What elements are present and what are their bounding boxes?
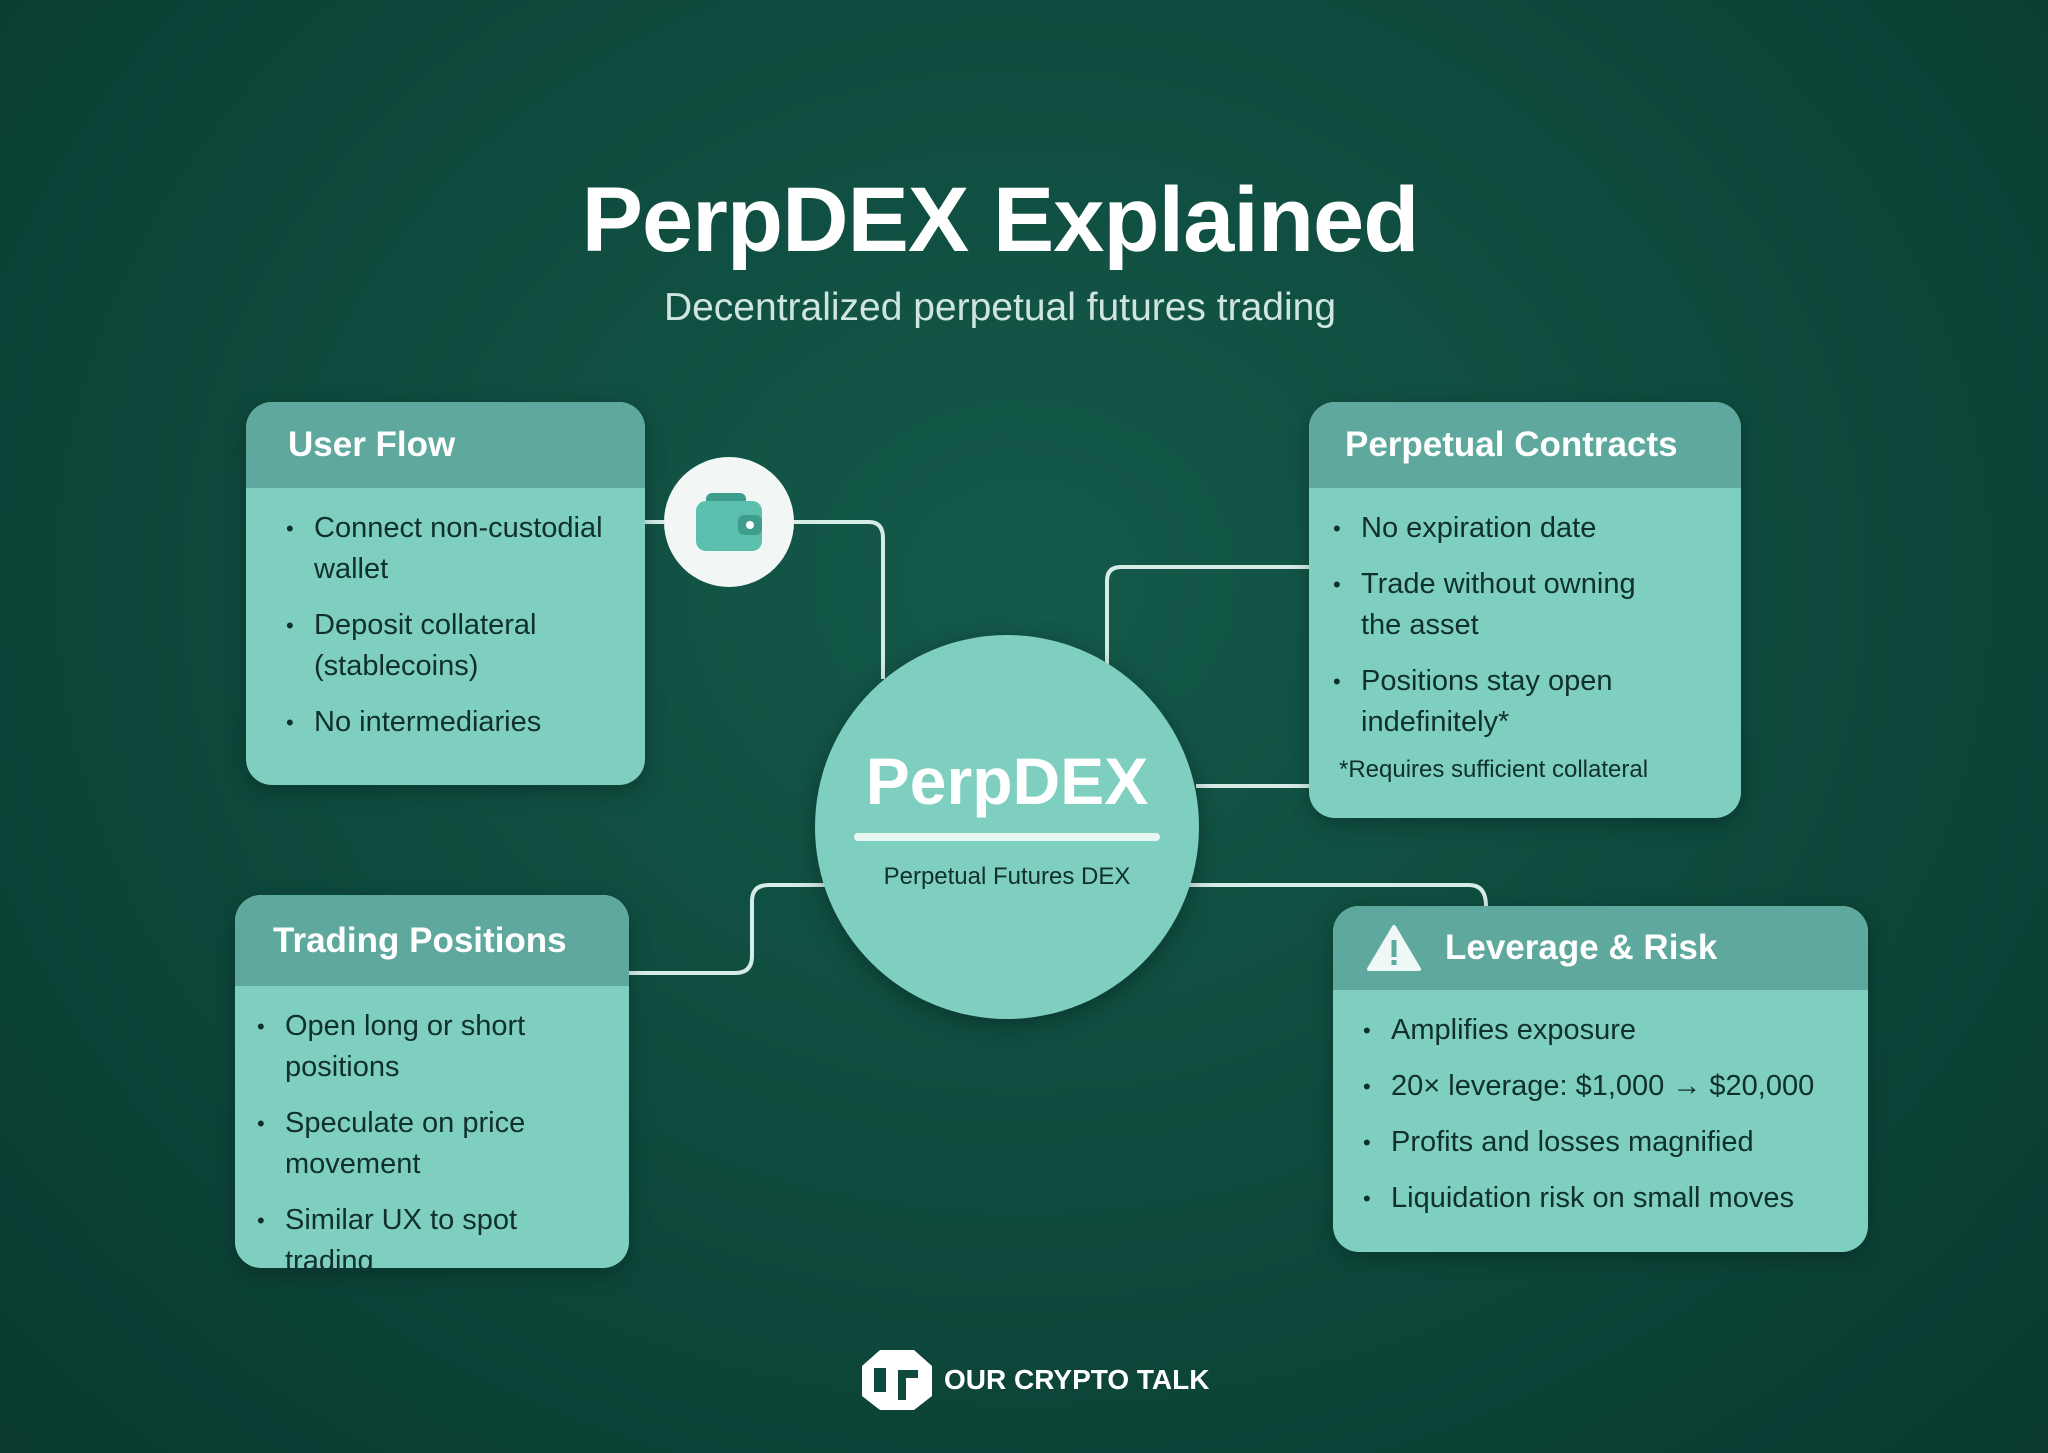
list-item: No expiration date — [1333, 508, 1711, 549]
trading-positions-header: Trading Positions — [235, 895, 629, 986]
page-title: PerpDEX Explained — [581, 169, 1420, 271]
perpetual-contracts-header: Perpetual Contracts — [1309, 402, 1741, 488]
perpetual-contracts-card: Perpetual Contracts No expiration date T… — [1309, 402, 1741, 818]
list-item: Speculate on price movement — [257, 1103, 557, 1185]
user-flow-card: User Flow Connect non-custodial wallet D… — [246, 402, 645, 785]
perpdex-hub: PerpDEX Perpetual Futures DEX — [815, 635, 1199, 1019]
brand-logo-icon — [862, 1350, 932, 1410]
list-item: Trade without owning the asset — [1333, 564, 1673, 646]
leverage-risk-header: Leverage & Risk — [1333, 906, 1868, 990]
brand-name: OUR CRYPTO TALK — [944, 1364, 1210, 1395]
leverage-risk-title: Leverage & Risk — [1445, 928, 1718, 967]
hub-title: PerpDEX — [865, 744, 1149, 818]
brand-logo: OUR CRYPTO TALK — [860, 1348, 1209, 1412]
list-item: Connect non-custodial wallet — [286, 508, 626, 590]
wallet-badge — [664, 457, 794, 587]
hub-subtitle: Perpetual Futures DEX — [883, 863, 1131, 890]
hub-divider — [854, 833, 1160, 841]
list-item: Open long or short positions — [257, 1006, 577, 1088]
list-item: Deposit collateral (stablecoins) — [286, 605, 586, 687]
list-item: Liquidation risk on small moves — [1363, 1178, 1838, 1219]
footnote: *Requires sufficient collateral — [1339, 756, 1649, 783]
user-flow-header: User Flow — [246, 402, 645, 488]
warning-icon — [1367, 925, 1421, 971]
trading-positions-card: Trading Positions Open long or short pos… — [235, 895, 629, 1268]
list-item: 20× leverage: $1,000 → $20,000 — [1363, 1066, 1838, 1107]
list-item: Profits and losses magnified — [1363, 1122, 1838, 1163]
leverage-risk-card: Leverage & Risk Amplifies exposure 20× l… — [1333, 906, 1868, 1252]
list-item: No intermediaries — [286, 702, 615, 743]
list-item: Amplifies exposure — [1363, 1010, 1838, 1051]
wallet-icon — [696, 493, 762, 551]
page-subtitle: Decentralized perpetual futures trading — [663, 286, 1337, 329]
list-item: Similar UX to spot trading — [257, 1200, 599, 1268]
list-item: Positions stay open indefinitely* — [1333, 661, 1663, 743]
